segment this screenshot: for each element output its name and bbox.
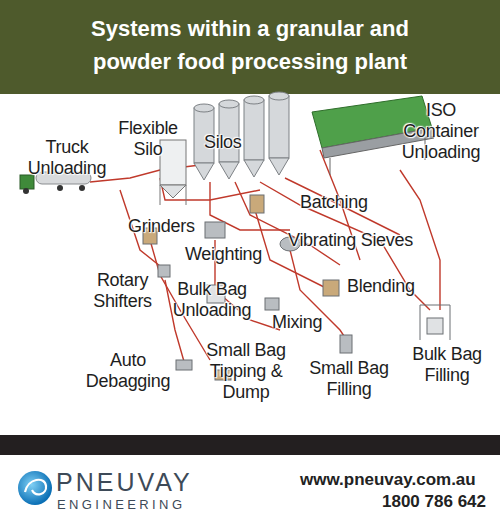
footer-text: www.pneuvay.com.au [300,469,495,490]
title-text: Systems within a granular and powder foo… [60,12,440,78]
process-equipment-part [420,305,450,340]
flexible-silo-part [160,185,186,198]
part-label: Bulk Bag Unloading [168,279,256,321]
part-label: Rotary Shifters [85,270,160,312]
flexible-silo-part [160,140,186,185]
footer-text: PNEUVAY [56,468,256,497]
process-equipment-part [158,265,170,277]
footer-text: 1800 786 642 [300,491,486,512]
silos-part [194,163,214,180]
silos-part [194,104,214,112]
truck-part [23,188,29,194]
footer-text: ENGINEERING [57,496,257,513]
flexible-silo [160,140,186,205]
silos-part [244,160,264,177]
flexible-silo-part [186,185,187,205]
process-equipment-part [176,360,192,370]
part-label: Silos [204,132,264,153]
process-pipes-part [285,178,400,235]
process-equipment-part [250,195,264,213]
company-logo-part [18,471,52,505]
silos-part [269,96,289,158]
iso-container-part [330,158,331,175]
silos-part [219,100,239,108]
process-equipment-part [340,335,352,353]
part-label: Blending [347,276,447,297]
header-band [0,0,500,94]
part-label: Weighting [185,244,285,265]
process-equipment-part [427,318,443,334]
silos-part [244,96,264,104]
truck-part [57,185,63,191]
part-label: Vibrating Sieves [288,230,448,251]
truck-part [79,185,85,191]
part-label: Small Bag Filling [303,358,395,400]
company-logo-part [25,480,46,495]
process-equipment-part [323,280,339,296]
process-pipes [90,150,440,365]
flexible-silo-part [160,185,161,205]
part-label: Bulk Bag Filling [402,344,492,386]
part-label: ISO Container Unloading [392,100,490,163]
process-equipment-part [205,222,225,238]
footer-band [0,435,500,455]
part-label: Flexible Silo [112,118,184,160]
silos [194,92,289,180]
part-label: Truck Unloading [22,137,112,179]
part-label: Mixing [272,312,352,333]
part-label: Grinders [128,216,218,237]
company-logo [18,471,52,505]
process-equipment-part [265,298,279,310]
silos-part [269,158,289,175]
silos-part [244,100,264,160]
part-label: Batching [300,192,390,213]
part-label: Auto Debagging [80,350,176,392]
silos-part [269,92,289,100]
silos-part [219,162,239,179]
part-label: Small Bag Tipping & Dump [200,340,292,403]
